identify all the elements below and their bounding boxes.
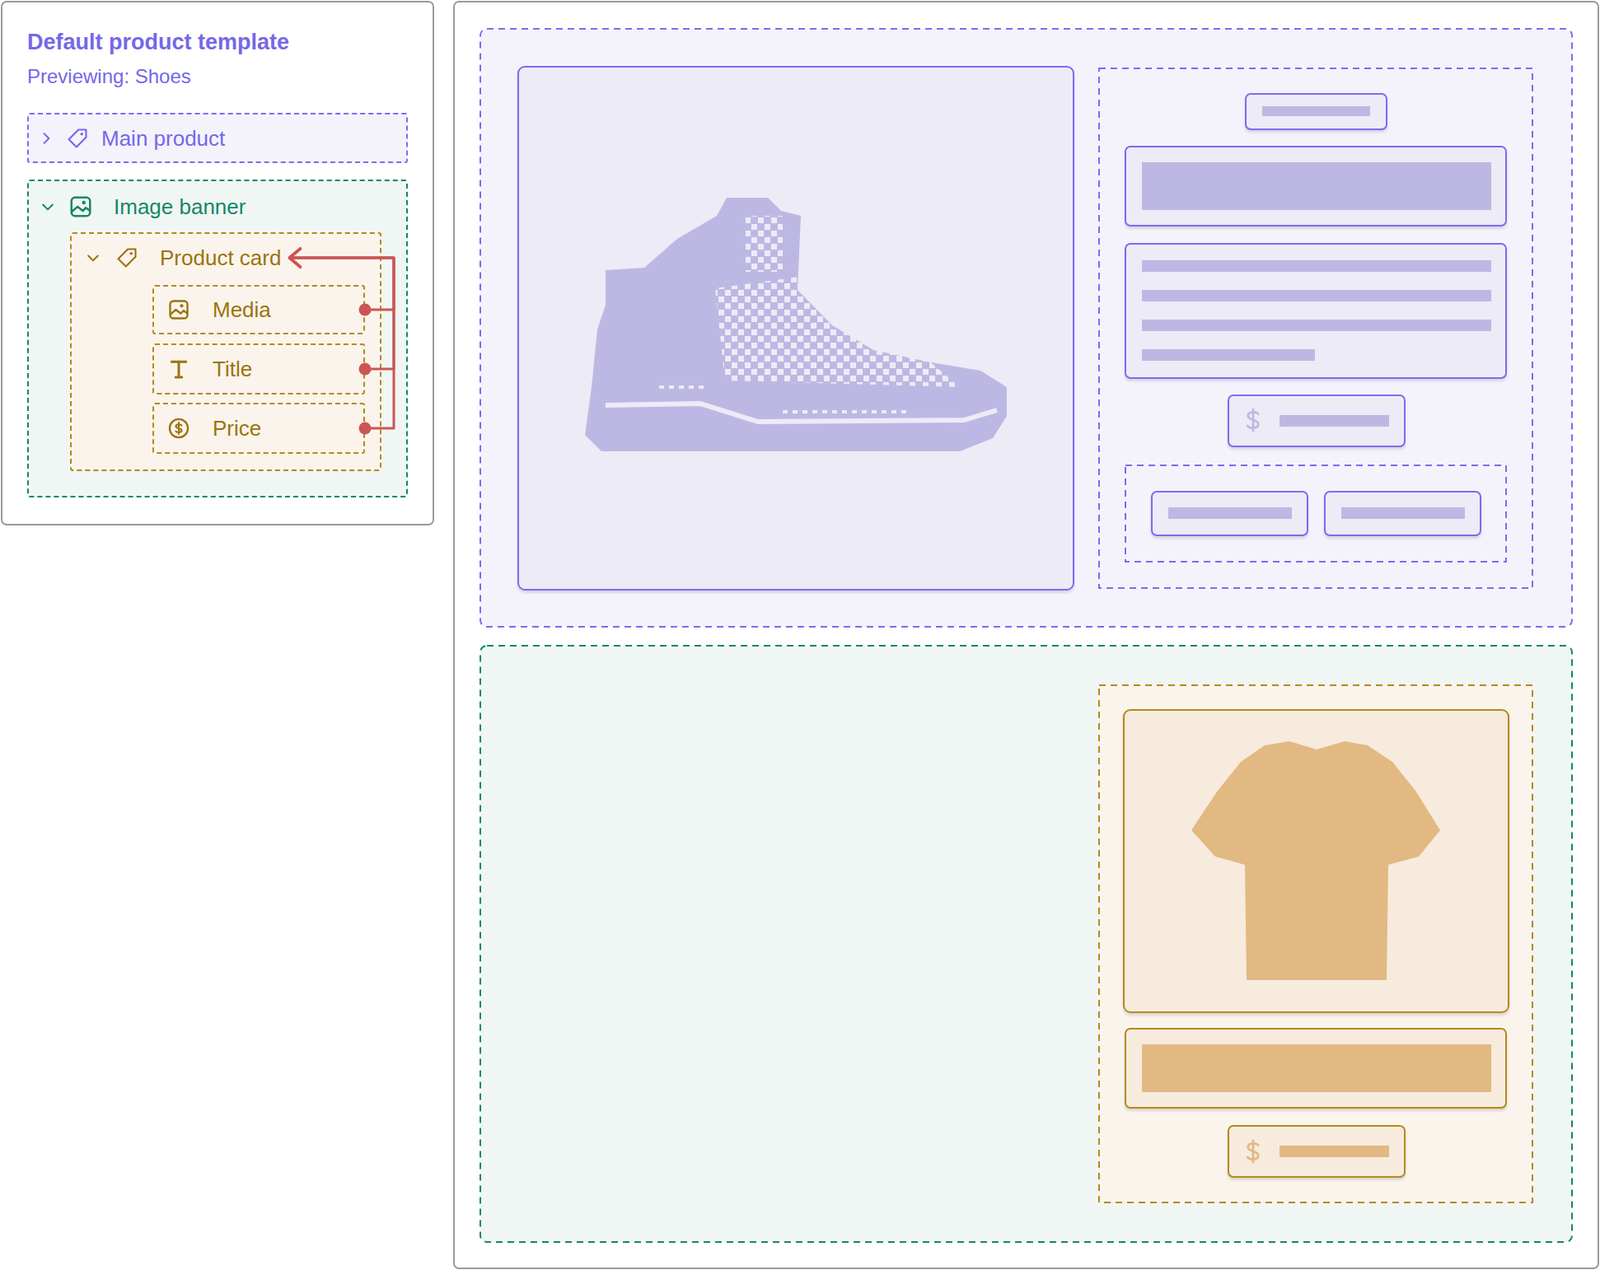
button-block xyxy=(1324,491,1481,536)
card-media-box xyxy=(1123,710,1509,1013)
connector-dot xyxy=(359,304,372,317)
tag-icon xyxy=(65,126,89,150)
shoe-mesh xyxy=(715,273,960,388)
shoe-sole-line xyxy=(605,403,997,422)
sub-block-node: Media xyxy=(152,285,365,335)
buttons-group xyxy=(1125,465,1507,562)
dollar-symbol xyxy=(1247,1141,1259,1163)
title-block xyxy=(1125,146,1507,226)
arrowhead xyxy=(289,248,300,267)
sidebar-panel xyxy=(1,1,434,525)
price-block xyxy=(1228,395,1405,447)
connector xyxy=(289,248,394,317)
block-node: Product cardMediaTitlePrice xyxy=(70,232,382,472)
dollarc-icon xyxy=(167,416,191,440)
product-card-preview xyxy=(1099,685,1533,1203)
chev-d-icon xyxy=(84,249,102,267)
img-icon xyxy=(167,298,191,322)
sub-block-node: Price xyxy=(152,402,365,454)
placeholder-line xyxy=(1141,260,1492,272)
node-label: Title xyxy=(212,345,253,393)
shoe-stitch xyxy=(659,387,907,412)
img-icon xyxy=(68,194,94,220)
main-product-section xyxy=(480,28,1572,627)
sub-block-node: Title xyxy=(152,343,365,395)
section-node: Image bannerProduct cardMediaTitlePrice xyxy=(27,179,408,498)
connector-line xyxy=(289,257,394,310)
shoe-body xyxy=(584,197,1007,452)
connector xyxy=(289,248,394,376)
tee-icon xyxy=(166,356,192,382)
dollar-symbol xyxy=(1247,409,1259,431)
connector-line xyxy=(289,257,394,370)
placeholder-bar xyxy=(1279,1146,1390,1158)
preview-subtitle: Previewing: Shoes xyxy=(27,65,192,89)
arrowhead xyxy=(289,248,300,267)
vendor-pill xyxy=(1245,93,1387,130)
node-label: Media xyxy=(212,286,272,333)
product-info-group xyxy=(1099,68,1533,589)
node-label: Image banner xyxy=(113,181,246,233)
placeholder-line xyxy=(1141,319,1492,332)
placeholder-bar xyxy=(1141,1044,1492,1093)
connector-dot xyxy=(359,363,372,376)
section-node: Main product xyxy=(27,112,408,164)
placeholder-bar xyxy=(1279,415,1390,427)
product-media-box xyxy=(518,66,1074,590)
node-label: Price xyxy=(212,404,262,453)
placeholder-bar xyxy=(1141,162,1492,211)
card-price-block xyxy=(1228,1126,1405,1178)
preview-panel xyxy=(453,1,1599,1269)
placeholder-bar xyxy=(1262,106,1371,117)
chev-r-icon xyxy=(37,130,55,147)
tshirt-illustration xyxy=(1191,741,1441,981)
arrowhead xyxy=(289,248,300,267)
card-title-block xyxy=(1125,1029,1507,1109)
connector-line xyxy=(289,257,394,429)
node-label: Main product xyxy=(101,114,225,163)
node-label: Product card xyxy=(159,233,281,282)
placeholder-bar xyxy=(1341,507,1465,520)
product-info-blocks xyxy=(1125,93,1507,562)
placeholder-line xyxy=(1141,290,1492,302)
shoe-illustration xyxy=(584,197,1007,452)
shoe-laces xyxy=(745,215,783,272)
panel-title: Default product template xyxy=(27,29,290,56)
tag-icon xyxy=(115,246,139,270)
placeholder-line xyxy=(1141,349,1315,361)
image-banner-section xyxy=(480,645,1572,1243)
chev-d-icon xyxy=(39,198,57,216)
button-block xyxy=(1151,491,1308,536)
description-block xyxy=(1125,243,1507,379)
placeholder-bar xyxy=(1168,507,1292,520)
connector xyxy=(289,248,394,436)
connector-dot xyxy=(359,422,372,436)
